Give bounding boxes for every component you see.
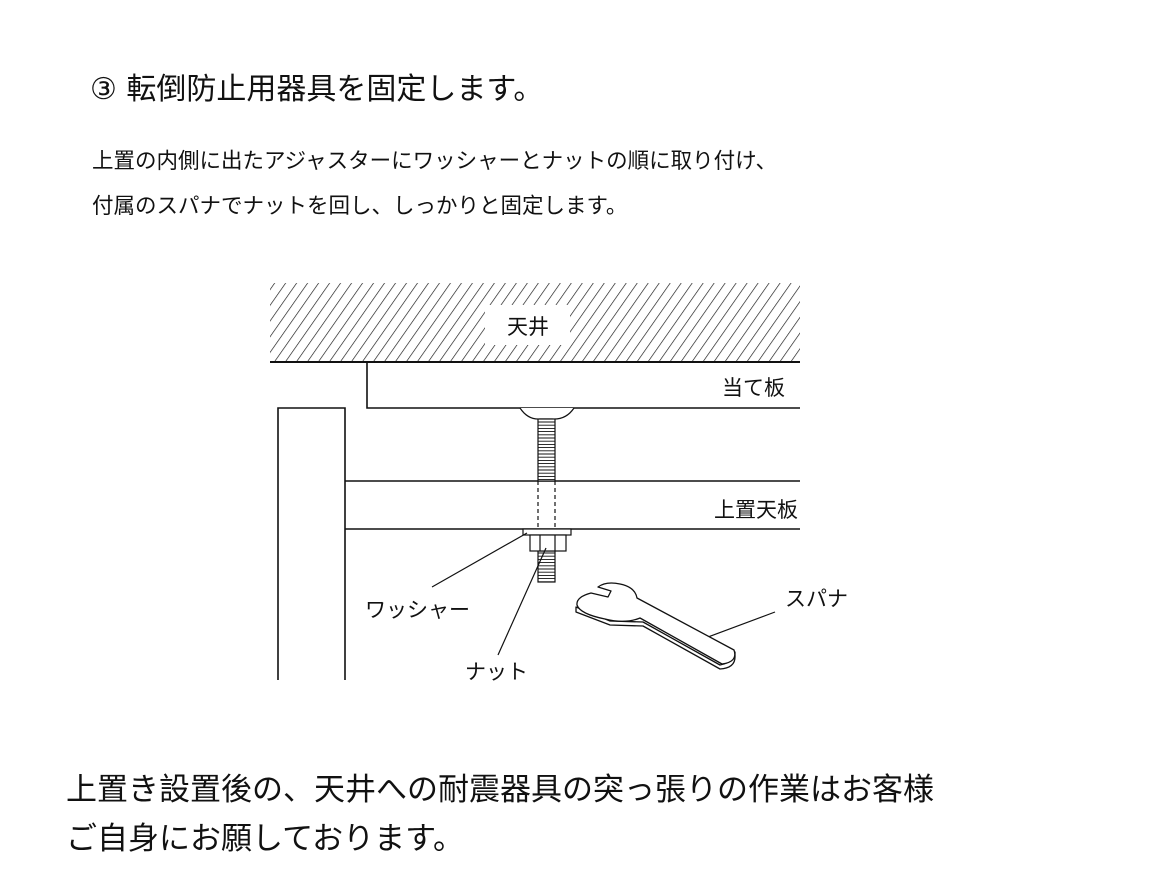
note-line-2: ご自身にお願しております。 bbox=[66, 821, 465, 857]
backing-plate bbox=[366, 362, 800, 409]
instruction-line-1: 上置の内側に出たアジャスターにワッシャーとナットの順に取り付け、 bbox=[92, 149, 777, 174]
top-board bbox=[345, 480, 800, 530]
backing-plate-label: 当て板 bbox=[722, 376, 785, 400]
ceiling: 天井 bbox=[270, 283, 800, 363]
instruction-line-2: 付属のスパナでナットを回し、しっかりと固定します。 bbox=[92, 194, 628, 219]
ceiling-label: 天井 bbox=[507, 315, 549, 339]
adjuster-bolt bbox=[519, 407, 575, 583]
cabinet-side-post bbox=[277, 407, 346, 680]
spanner-label: スパナ bbox=[785, 587, 848, 611]
nut bbox=[529, 534, 567, 552]
note-line-1: 上置き設置後の、天井への耐震器具の突っ張りの作業はお客様 bbox=[66, 772, 934, 808]
leader-lines bbox=[431, 532, 776, 656]
washer bbox=[522, 528, 572, 536]
step-title: ③ 転倒防止用器具を固定します。 bbox=[90, 72, 544, 107]
top-board-label: 上置天板 bbox=[714, 498, 798, 522]
spanner-icon bbox=[575, 582, 736, 670]
nut-label: ナット bbox=[465, 660, 528, 684]
washer-label: ワッシャー bbox=[365, 598, 470, 622]
